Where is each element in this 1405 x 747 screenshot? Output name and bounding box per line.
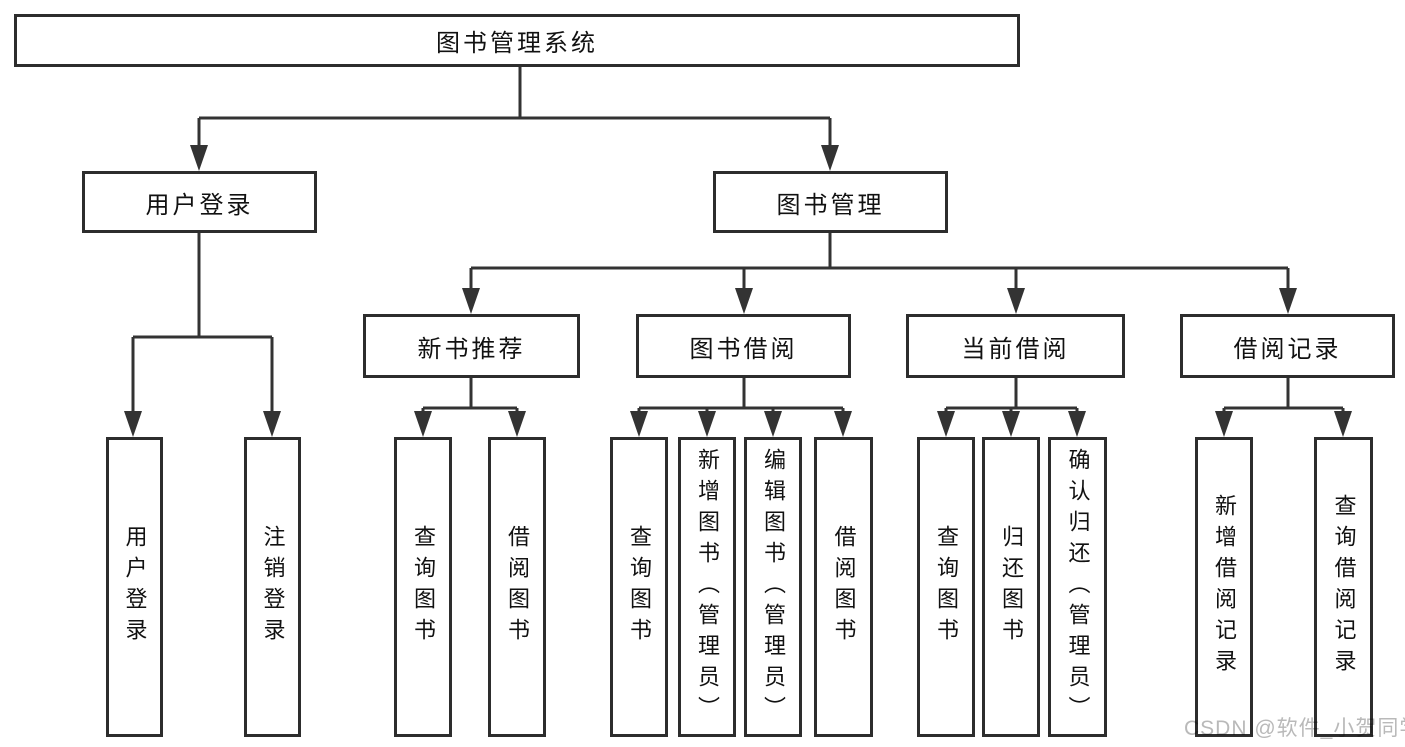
- leaf-add-borrow-record-label: 新增借阅记录: [1212, 494, 1237, 680]
- node-new-book-recommend: 新书推荐: [363, 314, 580, 378]
- leaf-borrow-books-borrowing-label: 借阅图书: [831, 525, 857, 649]
- leaf-return-books: 归还图书: [982, 437, 1040, 737]
- leaf-user-login-label: 用户登录: [122, 525, 148, 649]
- leaf-logout-label: 注销登录: [260, 525, 286, 649]
- node-book-borrowing-label: 图书借阅: [689, 335, 798, 363]
- leaf-return-books-label: 归还图书: [999, 525, 1024, 649]
- node-user-login-label: 用户登录: [145, 191, 254, 219]
- csdn-watermark: CSDN @软件_小贺同学: [1184, 717, 1405, 740]
- node-borrowing-records: 借阅记录: [1180, 314, 1395, 378]
- node-book-management-label: 图书管理: [776, 191, 885, 219]
- leaf-add-book-admin: 新增图书（管理员）: [678, 437, 736, 737]
- leaf-user-login: 用户登录: [106, 437, 163, 737]
- leaf-confirm-return-admin-label: 确认归还（管理员）: [1065, 447, 1091, 727]
- leaf-query-borrow-record-label: 查询借阅记录: [1331, 494, 1357, 680]
- leaf-query-books-borrowing-label: 查询图书: [627, 525, 652, 649]
- leaf-borrow-books-recommend-label: 借阅图书: [505, 525, 530, 649]
- leaf-add-borrow-record: 新增借阅记录: [1195, 437, 1253, 737]
- node-book-management: 图书管理: [713, 171, 948, 233]
- leaf-query-books-current: 查询图书: [917, 437, 975, 737]
- leaf-query-books-recommend: 查询图书: [394, 437, 452, 737]
- node-book-borrowing: 图书借阅: [636, 314, 851, 378]
- leaf-query-books-recommend-label: 查询图书: [411, 525, 436, 649]
- leaf-query-books-borrowing: 查询图书: [610, 437, 668, 737]
- leaf-edit-book-admin: 编辑图书（管理员）: [744, 437, 802, 737]
- leaf-confirm-return-admin: 确认归还（管理员）: [1048, 437, 1107, 737]
- node-borrowing-records-label: 借阅记录: [1233, 335, 1342, 363]
- node-new-book-recommend-label: 新书推荐: [417, 335, 526, 363]
- leaf-query-books-current-label: 查询图书: [934, 525, 959, 649]
- node-root-label: 图书管理系统: [436, 30, 598, 57]
- leaf-logout: 注销登录: [244, 437, 301, 737]
- leaf-borrow-books-recommend: 借阅图书: [488, 437, 546, 737]
- node-current-borrowing: 当前借阅: [906, 314, 1125, 378]
- leaf-query-borrow-record: 查询借阅记录: [1314, 437, 1373, 737]
- leaf-edit-book-admin-label: 编辑图书（管理员）: [761, 447, 786, 727]
- leaf-add-book-admin-label: 新增图书（管理员）: [695, 447, 720, 727]
- leaf-borrow-books-borrowing: 借阅图书: [814, 437, 873, 737]
- node-current-borrowing-label: 当前借阅: [961, 335, 1070, 363]
- node-root: 图书管理系统: [14, 14, 1020, 67]
- node-user-login: 用户登录: [82, 171, 317, 233]
